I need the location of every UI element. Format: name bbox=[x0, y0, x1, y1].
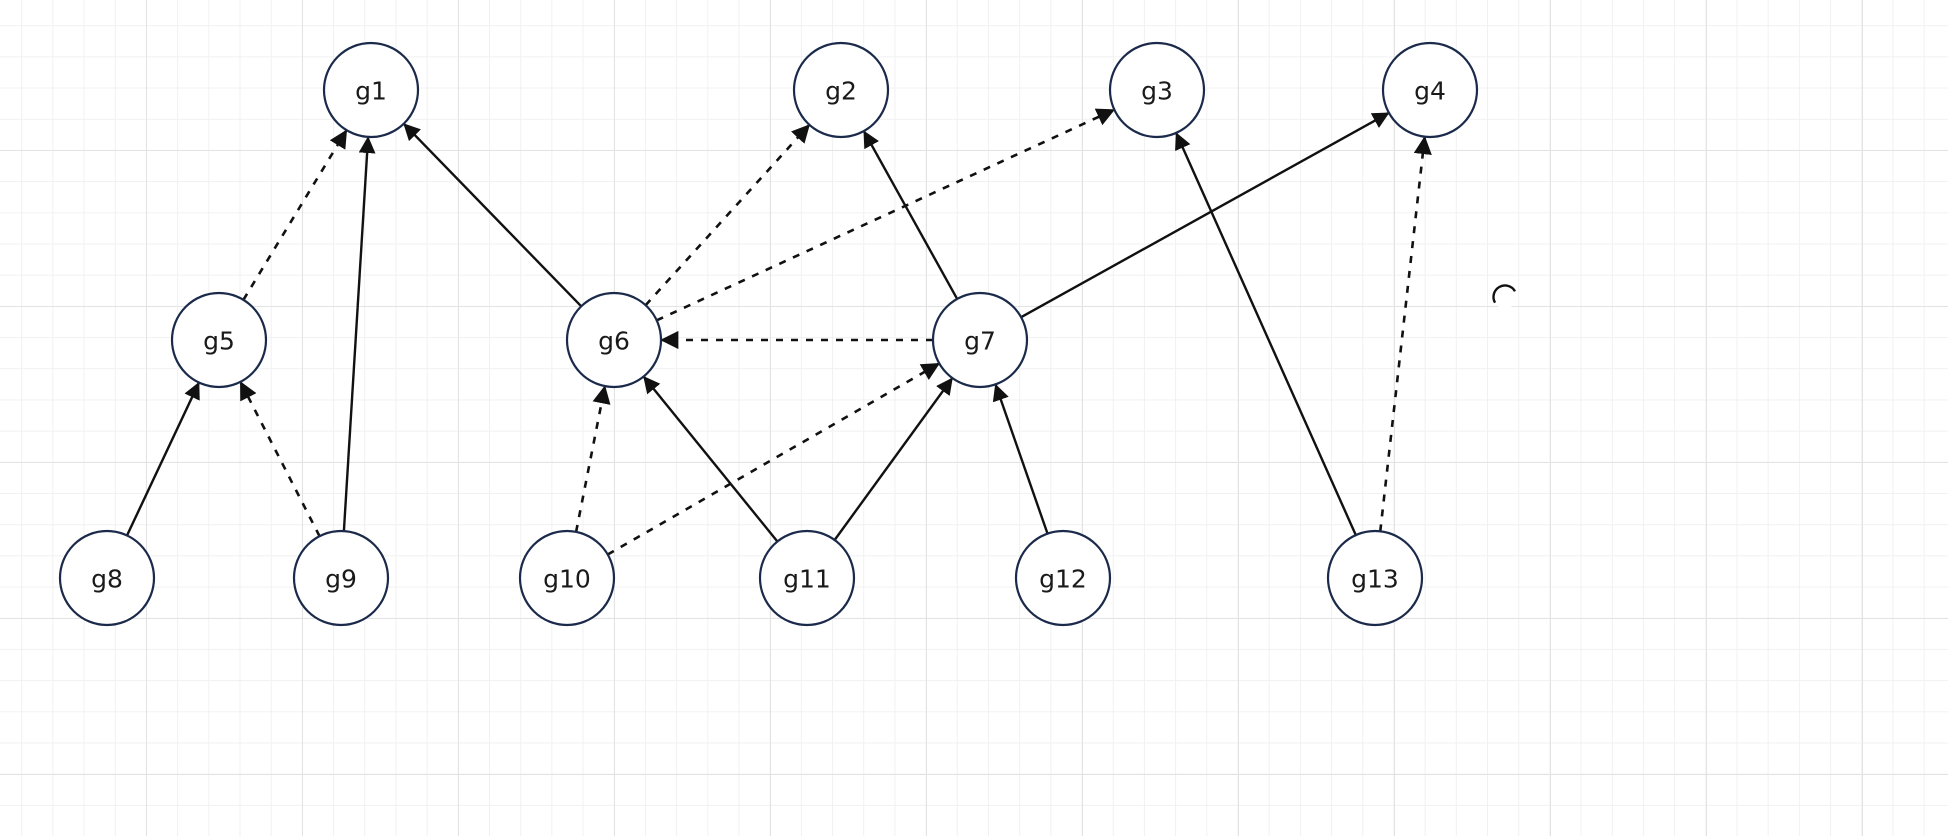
node-g1[interactable]: g1 bbox=[322, 41, 420, 139]
node-g4[interactable]: g4 bbox=[1381, 41, 1479, 139]
node-g2[interactable]: g2 bbox=[792, 41, 890, 139]
edge-layer bbox=[125, 108, 1432, 556]
node-g3[interactable]: g3 bbox=[1108, 41, 1206, 139]
edge-g6-to-g1[interactable] bbox=[403, 123, 583, 308]
edge-g11-to-g7[interactable] bbox=[833, 377, 953, 541]
node-label-g4: g4 bbox=[1414, 77, 1446, 106]
node-label-g1: g1 bbox=[355, 77, 387, 106]
node-g10[interactable]: g10 bbox=[518, 529, 616, 627]
node-circle-g10[interactable] bbox=[518, 529, 616, 627]
node-g5[interactable]: g5 bbox=[170, 291, 268, 389]
edge-g9-to-g5[interactable] bbox=[239, 381, 321, 537]
edge-g7-to-g4[interactable] bbox=[1020, 112, 1390, 319]
edge-g9-to-g1[interactable] bbox=[342, 136, 376, 532]
node-circle-g7[interactable] bbox=[931, 291, 1029, 389]
node-label-g2: g2 bbox=[825, 77, 857, 106]
node-g13[interactable]: g13 bbox=[1326, 529, 1424, 627]
node-label-g11: g11 bbox=[783, 565, 831, 594]
node-circle-g2[interactable] bbox=[792, 41, 890, 139]
line-jump-layer bbox=[1492, 284, 1517, 309]
edge-g10-to-g7[interactable] bbox=[607, 362, 940, 556]
node-g12[interactable]: g12 bbox=[1014, 529, 1112, 627]
edge-g10-to-g6[interactable] bbox=[574, 385, 611, 533]
edge-g5-to-g1[interactable] bbox=[242, 129, 348, 301]
node-circle-g3[interactable] bbox=[1108, 41, 1206, 139]
node-layer: g1 g2 g3 g4 g5 g6 g7 g8 g9 g10 g11 g12 g13 bbox=[58, 41, 1479, 627]
node-g11[interactable]: g11 bbox=[758, 529, 856, 627]
edge-g11-to-g6[interactable] bbox=[643, 375, 779, 543]
node-label-g7: g7 bbox=[964, 327, 996, 356]
node-circle-g4[interactable] bbox=[1381, 41, 1479, 139]
node-circle-g5[interactable] bbox=[170, 291, 268, 389]
line-jump-arc bbox=[1492, 284, 1517, 304]
node-g7[interactable]: g7 bbox=[931, 291, 1029, 389]
edge-g13-to-g3[interactable] bbox=[1175, 132, 1357, 536]
node-circle-g11[interactable] bbox=[758, 529, 856, 627]
node-label-g10: g10 bbox=[543, 565, 591, 594]
node-circle-g6[interactable] bbox=[565, 291, 663, 389]
edge-g7-to-g2[interactable] bbox=[863, 130, 959, 300]
node-circle-g8[interactable] bbox=[58, 529, 156, 627]
edge-g8-to-g5[interactable] bbox=[125, 381, 200, 536]
edge-g12-to-g7[interactable] bbox=[992, 383, 1049, 535]
node-g9[interactable]: g9 bbox=[292, 529, 390, 627]
edge-g13-to-g4[interactable] bbox=[1378, 135, 1432, 532]
node-label-g8: g8 bbox=[91, 565, 123, 594]
line-jump-1 bbox=[1492, 284, 1517, 309]
node-circle-g9[interactable] bbox=[292, 529, 390, 627]
node-circle-g1[interactable] bbox=[322, 41, 420, 139]
edge-g6-to-g2[interactable] bbox=[644, 124, 810, 307]
node-circle-g12[interactable] bbox=[1014, 529, 1112, 627]
node-g8[interactable]: g8 bbox=[58, 529, 156, 627]
node-label-g9: g9 bbox=[325, 565, 357, 594]
node-g6[interactable]: g6 bbox=[565, 291, 663, 389]
node-circle-g13[interactable] bbox=[1326, 529, 1424, 627]
node-label-g6: g6 bbox=[598, 327, 630, 356]
node-label-g5: g5 bbox=[203, 327, 235, 356]
node-label-g13: g13 bbox=[1351, 565, 1399, 594]
node-label-g12: g12 bbox=[1039, 565, 1087, 594]
node-label-g3: g3 bbox=[1141, 77, 1173, 106]
edge-g6-to-g3[interactable] bbox=[656, 108, 1116, 322]
